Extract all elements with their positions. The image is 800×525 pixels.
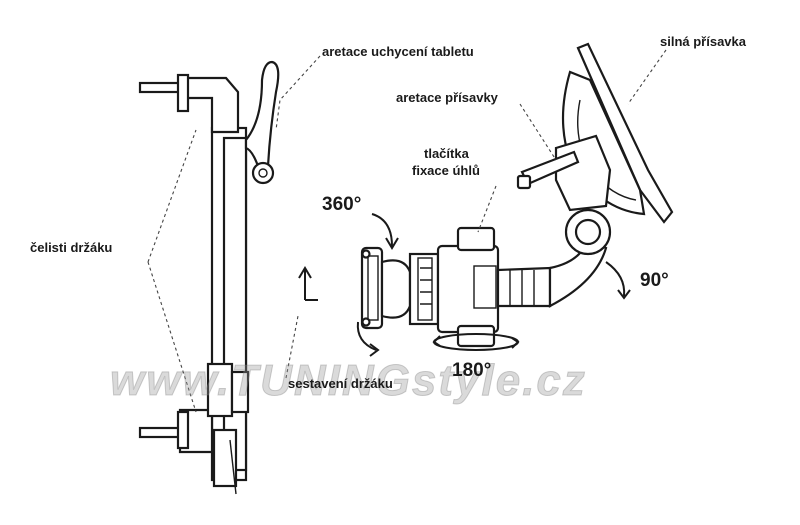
plate-screw — [361, 249, 371, 259]
arm-ribs — [509, 270, 535, 306]
leader-celisti-bottom — [147, 261, 197, 413]
lock-knob — [251, 161, 275, 185]
collar — [408, 252, 440, 326]
base-plate — [360, 246, 384, 330]
base-plate-inner — [367, 255, 379, 321]
leader-tlacitka — [477, 185, 497, 233]
label-tlacitka-line1: tlačítka — [424, 146, 469, 161]
button-housing — [436, 244, 500, 334]
watermark: www.TUNINGstyle.cz — [110, 356, 587, 406]
suction-lever-tip — [516, 174, 532, 190]
leader-aretace-prisavky — [519, 103, 557, 161]
label-aretace-prisavky: aretace přísavky — [396, 90, 498, 105]
label-sestaveni: sestavení držáku — [288, 376, 393, 391]
plate-screw — [361, 317, 371, 327]
label-tlacitka-line2: fixace úhlů — [412, 163, 480, 178]
bottom-jaw-block — [176, 410, 190, 450]
ball-joint — [380, 259, 412, 319]
lower-extension-edge — [229, 439, 237, 495]
collar-grooves — [420, 267, 432, 305]
angle-button-top[interactable] — [456, 226, 496, 252]
leader-sestaveni — [285, 315, 299, 379]
tablet-holder — [138, 60, 280, 495]
arc-90-arrow — [605, 261, 626, 297]
label-silna-prisavka: silná přísavka — [660, 34, 746, 49]
up-arrow-icon — [298, 266, 318, 301]
leader-aretace-uchyceni — [275, 55, 321, 131]
mount-assembly — [360, 208, 612, 348]
ribbed-arm — [496, 266, 552, 308]
bottom-jaw-pin — [138, 426, 184, 439]
label-celisti: čelisti držáku — [30, 240, 113, 255]
leader-lines — [147, 49, 667, 413]
holder-bar-inner — [222, 136, 248, 472]
collar-ribs — [417, 257, 433, 321]
lock-lever — [244, 60, 280, 168]
rotation-arrows — [356, 213, 631, 357]
angle-360-label: 360° — [322, 194, 362, 215]
label-aretace-uchyceni: aretace uchycení tabletu — [322, 44, 474, 59]
angle-button-bottom[interactable] — [456, 324, 496, 348]
leader-celisti-top — [147, 129, 197, 263]
arc-360-arrow — [371, 213, 393, 247]
angle-180-label: 180° — [452, 360, 492, 381]
leader-silna-prisavka — [627, 49, 667, 105]
slide-clamp-side — [230, 370, 250, 414]
arc-360-arrow-lower — [356, 321, 377, 351]
lock-knob-center — [258, 168, 268, 178]
upper-joint-button[interactable] — [574, 218, 602, 246]
top-jaw-block — [176, 73, 190, 113]
suction-cup — [516, 42, 674, 224]
top-jaw-pin — [138, 81, 184, 94]
button-housing-detail — [473, 265, 497, 309]
curved-neck — [548, 238, 608, 308]
angle-90-label: 90° — [640, 270, 669, 291]
